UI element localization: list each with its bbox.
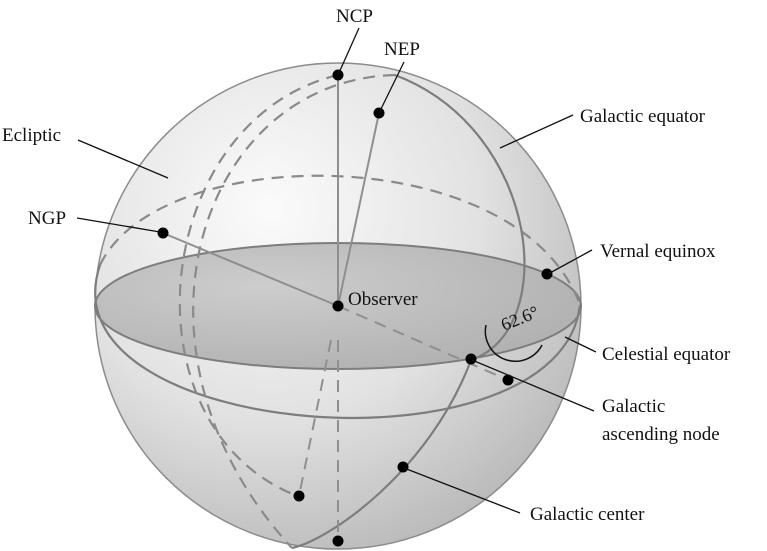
ncp-leader <box>337 27 360 76</box>
galactic-center-point <box>397 461 409 473</box>
south-ecliptic-pole-point <box>293 490 305 502</box>
ncp-label: NCP <box>336 6 373 27</box>
observer-point <box>332 300 344 312</box>
galactic-center-leader <box>403 467 521 514</box>
galactic-ascending-node-point <box>465 353 477 365</box>
ngp-label: NGP <box>28 208 66 229</box>
inclination-angle-arc <box>484 324 543 362</box>
galactic-ascending-node-label-line2: ascending node <box>602 424 720 445</box>
ecliptic-axis-lower <box>298 339 332 497</box>
galactic-ascending-node-leader <box>471 359 595 412</box>
ngp-leader <box>76 217 161 233</box>
ecliptic-circle <box>94 174 582 419</box>
scp-point <box>332 535 344 547</box>
galactic-axis-lower <box>337 305 509 381</box>
galactic-equator-circle <box>192 73 526 550</box>
ecliptic-leader <box>77 139 169 179</box>
ncp-meridian <box>178 73 339 499</box>
south-galactic-pole-point <box>502 374 514 386</box>
ecliptic-label: Ecliptic <box>2 125 61 146</box>
vernal-equinox-label: Vernal equinox <box>600 241 716 262</box>
observer-label: Observer <box>348 289 418 310</box>
galactic-ascending-node-label-line1: Galactic <box>602 396 665 417</box>
ngp-point <box>157 227 169 239</box>
galactic-equator-leader <box>499 114 574 149</box>
galactic-equator-label: Galactic equator <box>580 106 706 127</box>
ecliptic-axis <box>337 112 380 307</box>
galactic-center-label: Galactic center <box>530 504 645 525</box>
vernal-equinox-point <box>541 268 553 280</box>
galactic-axis <box>162 232 339 307</box>
nep-leader <box>378 61 405 114</box>
nep-label: NEP <box>384 39 420 60</box>
celestial-equator-label: Celestial equator <box>602 344 731 365</box>
celestial-equator-leader <box>564 336 597 353</box>
vernal-equinox-leader <box>547 249 593 275</box>
